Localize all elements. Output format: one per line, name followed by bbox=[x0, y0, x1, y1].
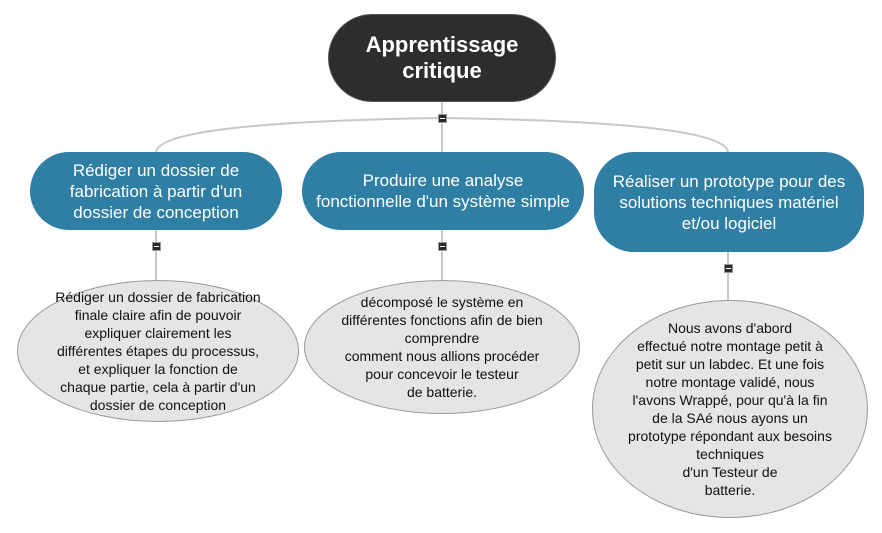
branch-node-prototype[interactable]: Réaliser un prototype pour des solutions… bbox=[594, 152, 864, 252]
detail-text: Nous avons d'abord effectué notre montag… bbox=[628, 320, 832, 498]
minus-icon bbox=[440, 246, 445, 247]
detail-text: Rédiger un dossier de fabrication finale… bbox=[55, 289, 261, 413]
detail-node-fabrication[interactable]: Rédiger un dossier de fabrication finale… bbox=[17, 280, 299, 422]
branch-label: Réaliser un prototype pour des solutions… bbox=[612, 171, 846, 233]
collapse-toggle-root[interactable] bbox=[438, 114, 447, 123]
detail-node-analyse[interactable]: décomposé le système en différentes fonc… bbox=[304, 280, 580, 414]
branch-node-fabrication[interactable]: Rédiger un dossier de fabrication à part… bbox=[30, 152, 282, 230]
detail-text: décomposé le système en différentes fonc… bbox=[341, 294, 543, 400]
root-node[interactable]: Apprentissage critique bbox=[328, 14, 556, 102]
minus-icon bbox=[726, 268, 731, 269]
branch-label: Rédiger un dossier de fabrication à part… bbox=[69, 160, 243, 222]
collapse-toggle-fabrication[interactable] bbox=[152, 242, 161, 251]
minus-icon bbox=[440, 118, 445, 119]
branch-label: Produire une analyse fonctionnelle d'un … bbox=[316, 171, 570, 211]
root-label: Apprentissage critique bbox=[365, 32, 519, 83]
collapse-toggle-analyse[interactable] bbox=[438, 242, 447, 251]
detail-node-prototype[interactable]: Nous avons d'abord effectué notre montag… bbox=[592, 300, 868, 518]
collapse-toggle-prototype[interactable] bbox=[724, 264, 733, 273]
branch-node-analyse[interactable]: Produire une analyse fonctionnelle d'un … bbox=[302, 152, 584, 230]
minus-icon bbox=[154, 246, 159, 247]
